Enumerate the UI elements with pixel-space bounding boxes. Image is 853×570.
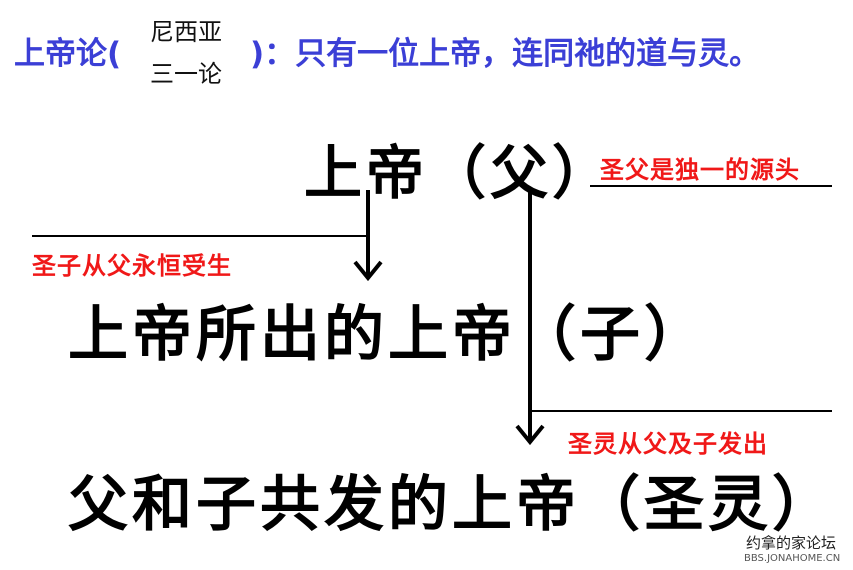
watermark-name: 约拿的家论坛 bbox=[746, 534, 837, 552]
annotation-son-begotten: 圣子从父永恒受生 bbox=[32, 252, 232, 280]
father-to-son-arrow-head bbox=[353, 260, 383, 282]
header-prefix: 上帝论( bbox=[14, 36, 122, 72]
header-suffix: )：只有一位上帝，连同祂的道与灵。 bbox=[250, 36, 761, 72]
watermark-url: BBS.JONAHOME.CN bbox=[744, 553, 841, 564]
node-son: 上帝所出的上帝（子） bbox=[68, 300, 708, 370]
node-spirit: 父和子共发的上帝（圣灵） bbox=[68, 470, 836, 540]
header-stacked-top: 尼西亚 bbox=[150, 18, 222, 46]
header-stacked-bottom: 三一论 bbox=[150, 60, 222, 88]
annotation-father-source: 圣父是独一的源头 bbox=[600, 156, 800, 184]
father-to-spirit-arrow-head bbox=[515, 424, 545, 446]
annotation-spirit-proceeds: 圣灵从父及子发出 bbox=[568, 430, 768, 458]
node-father: 上帝（父） bbox=[304, 139, 615, 207]
